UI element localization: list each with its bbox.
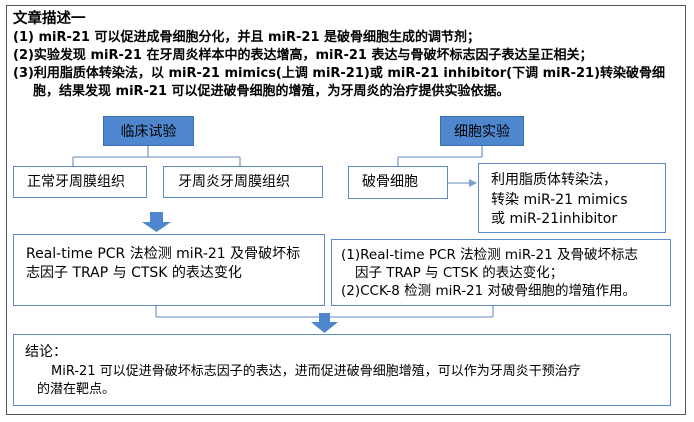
cell-method-line-2: 因子 TRAP 与 CTSK 的表达变化； bbox=[355, 265, 564, 281]
clinical-method-line-2: 志因子 TRAP 与 CTSK 的表达变化 bbox=[26, 265, 242, 281]
conclusion-box: 结论： MiR-21 可以促进骨破坏标志因子的表达，进而促进破骨细胞增殖，可以作… bbox=[13, 334, 671, 406]
osteoclast-label: 破骨细胞 bbox=[362, 174, 418, 190]
conclusion-line-1: MiR-21 可以促进骨破坏标志因子的表达，进而促进破骨细胞增殖，可以作为牙周炎… bbox=[51, 364, 581, 379]
sample-periodontitis-label: 牙周炎牙周膜组织 bbox=[178, 174, 290, 190]
cell-method-line-3: (2)CCK-8 检测 miR-21 对破骨细胞的增殖作用。 bbox=[341, 283, 637, 299]
transfection-arrow-head bbox=[469, 179, 477, 187]
conclusion-line-2: 的潜在靶点。 bbox=[37, 382, 116, 397]
sample-normal-label: 正常牙周膜组织 bbox=[27, 174, 125, 190]
conclusion-down-arrow bbox=[311, 313, 338, 333]
conclusion-title: 结论： bbox=[25, 344, 67, 360]
figure-frame bbox=[6, 5, 686, 415]
description-title: 文章描述一 bbox=[13, 11, 86, 27]
sample-normal-box: 正常牙周膜组织 bbox=[13, 166, 147, 198]
cell-method-box: (1)Real-time PCR 法检测 miR-21 及骨破坏标志 因子 TR… bbox=[331, 239, 671, 306]
description-line-1: (1) miR-21 可以促进成骨细胞分化，并且 miR-21 是破骨细胞生成的… bbox=[13, 30, 481, 45]
cell-method-line-1: (1)Real-time PCR 法检测 miR-21 及骨破坏标志 bbox=[341, 247, 638, 263]
clinical-header: 临床试验 bbox=[103, 116, 194, 146]
osteoclast-box: 破骨细胞 bbox=[348, 166, 448, 199]
transfection-line-2: 转染 miR-21 mimics bbox=[491, 192, 628, 208]
clinical-method-box: Real-time PCR 法检测 miR-21 及骨破坏标 志因子 TRAP … bbox=[13, 234, 325, 306]
description-line-4: 胞，结果发现 miR-21 可以促进破骨细胞的增殖，为牙周炎的治疗提供实验依据。 bbox=[33, 84, 510, 99]
clinical-down-arrow bbox=[142, 212, 171, 232]
transfection-line-1: 利用脂质体转染法， bbox=[491, 172, 617, 188]
transfection-box: 利用脂质体转染法， 转染 miR-21 mimics 或 miR-21inhib… bbox=[478, 163, 666, 233]
cell-header: 细胞实验 bbox=[440, 116, 524, 146]
description-line-3: (3)利用脂质体转染法，以 miR-21 mimics(上调 miR-21)或 … bbox=[13, 66, 666, 81]
sample-periodontitis-box: 牙周炎牙周膜组织 bbox=[163, 166, 323, 198]
transfection-line-3: 或 miR-21inhibitor bbox=[491, 211, 618, 227]
description-line-2: (2)实验发现 miR-21 在牙周炎样本中的表达增高，miR-21 表达与骨破… bbox=[13, 48, 593, 63]
clinical-method-line-1: Real-time PCR 法检测 miR-21 及骨破坏标 bbox=[26, 246, 301, 262]
